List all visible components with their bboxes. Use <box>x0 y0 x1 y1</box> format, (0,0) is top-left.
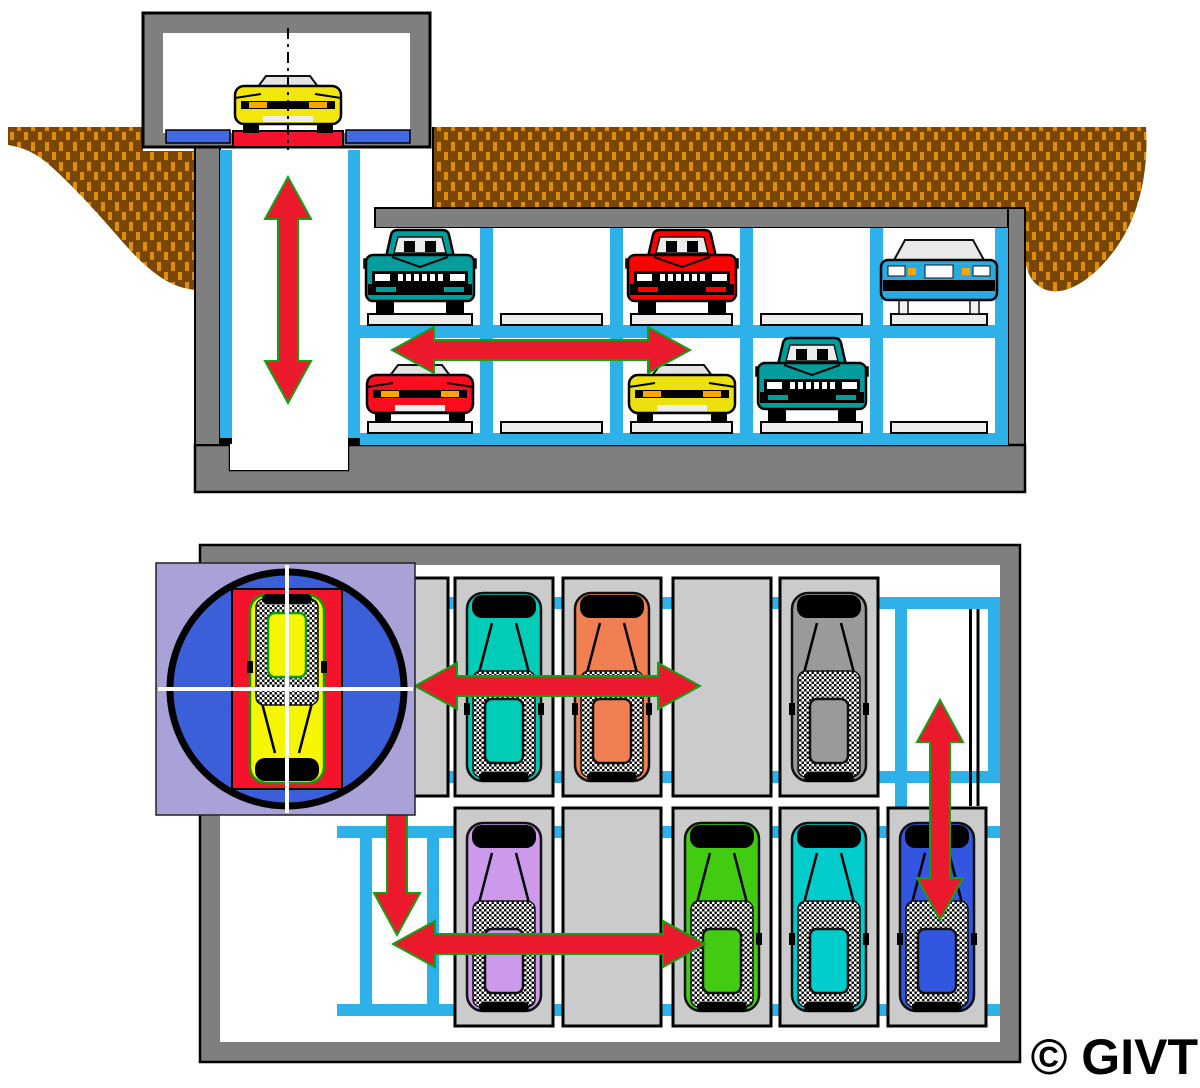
pallet-side <box>630 421 733 434</box>
pallet-side <box>760 421 863 434</box>
earth-left <box>8 127 197 290</box>
car-front-coupe <box>879 239 999 315</box>
earth-right <box>433 127 1147 292</box>
car-front-sedan <box>625 228 739 314</box>
pallet-side <box>500 313 603 326</box>
entry-floor-strip <box>165 129 231 144</box>
car-top-view <box>897 821 977 1013</box>
plan-transfer-arrow-left <box>372 807 422 938</box>
pallet-side <box>367 313 473 326</box>
car-front-sedan <box>363 228 477 314</box>
storage-cars <box>363 228 999 422</box>
pallet-side <box>890 421 988 434</box>
pallet-side <box>367 421 473 434</box>
entrance-cabin <box>141 11 432 150</box>
entry-floor-strip <box>345 129 411 144</box>
bunker-structure <box>193 207 1027 494</box>
car-front-sports <box>365 364 475 422</box>
plan-aisle-arrow-lower <box>390 919 708 969</box>
turntable-inset <box>155 562 416 816</box>
car-top-view <box>789 591 869 783</box>
lift-arrow <box>263 174 313 406</box>
pallet-side <box>630 313 733 326</box>
car-top-view <box>682 821 762 1013</box>
pallet-side <box>760 313 863 326</box>
plan-arrows <box>372 661 965 969</box>
car-front-sedan <box>755 336 869 422</box>
pallet-plan <box>561 806 663 1028</box>
pallet-side <box>500 421 603 434</box>
shuttle-arrow-upper <box>389 325 693 375</box>
plan-transfer-arrow-right <box>915 697 965 923</box>
car-top-view <box>464 821 544 1013</box>
car-top-view <box>789 821 869 1013</box>
pallet-side <box>890 313 988 326</box>
copyright-label: © GIVT <box>1030 1029 1198 1085</box>
car-front-sports <box>627 364 737 422</box>
cross-section-arrows <box>263 174 693 406</box>
plan-aisle-arrow-upper <box>412 661 703 711</box>
